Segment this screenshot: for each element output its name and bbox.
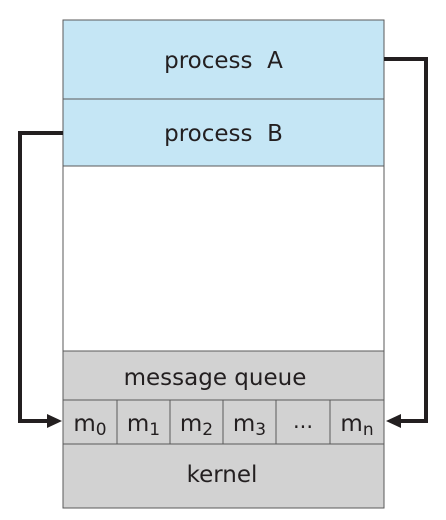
arrowhead-right — [386, 414, 401, 428]
kernel-label: kernel — [187, 462, 258, 488]
message-queue: m0 m1 m2 m3 ... mn — [62, 399, 385, 445]
arrowhead-left — [47, 414, 62, 428]
process-a-label: process A — [164, 48, 283, 74]
queue-slot-mn: mn — [340, 411, 373, 440]
address-space-box — [62, 165, 385, 352]
process-b-label: process B — [164, 121, 283, 147]
message-queue-title: message queue — [124, 365, 307, 391]
process-b-box — [62, 98, 385, 167]
queue-slot-m2: m2 — [180, 411, 213, 440]
queue-slot-ellipsis: ... — [293, 409, 313, 433]
queue-slot-m3: m3 — [233, 411, 266, 440]
process-a-box — [62, 19, 385, 100]
queue-slot-m0: m0 — [73, 411, 106, 440]
queue-slot-m1: m1 — [127, 411, 160, 440]
arrow-process-a-to-queue — [384, 57, 428, 423]
arrow-process-b-to-queue — [18, 131, 63, 423]
